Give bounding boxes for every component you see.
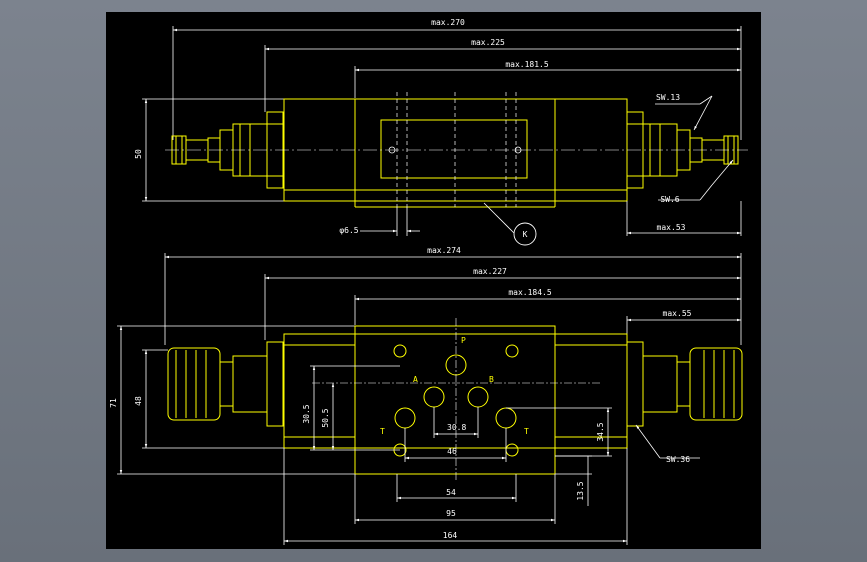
- top-view: max.270 max.225 max.181.5 50: [134, 18, 748, 246]
- dimension-height-71: [117, 325, 355, 475]
- leader-sw-13: [655, 95, 713, 131]
- bottom-right-knob: [626, 341, 743, 427]
- dim-label-46: 46: [447, 447, 457, 456]
- dim-label-max-55: max.55: [663, 309, 692, 318]
- dimension-50-5: [310, 383, 400, 451]
- dimension-95: [354, 474, 556, 524]
- dimension-max-55: [626, 316, 741, 334]
- dim-label-30-5: 30.5: [302, 404, 311, 423]
- dim-label-phi-6-5: φ6.5: [339, 226, 358, 235]
- dim-label-13-5: 13.5: [576, 481, 585, 500]
- leader-sw-6: [658, 159, 734, 201]
- dim-label-max-225: max.225: [471, 38, 505, 47]
- bottom-left-knob: [167, 341, 284, 427]
- dimension-max-53: [626, 201, 742, 236]
- dimension-46: [404, 428, 507, 462]
- port-label-t-right: T: [524, 427, 529, 436]
- top-body-outline: [283, 98, 628, 208]
- dim-label-max-270: max.270: [431, 18, 465, 27]
- dim-label-max-227: max.227: [473, 267, 507, 276]
- dimension-max-270: [172, 26, 742, 140]
- dimension-54: [396, 474, 517, 502]
- dimension-30-8: [433, 407, 479, 438]
- callout-k-label: K: [523, 230, 528, 239]
- port-label-p: P: [461, 336, 466, 345]
- dim-label-sw-36: SW.36: [666, 455, 690, 464]
- dimension-13-5: [555, 455, 592, 506]
- dimension-height-48: [142, 349, 284, 449]
- dimension-height-50: [142, 98, 284, 202]
- port-label-b: B: [489, 375, 494, 384]
- dimension-30-5: [310, 365, 400, 450]
- dim-label-48: 48: [134, 396, 143, 406]
- dimension-phi-6-5: [360, 207, 420, 236]
- leader-sw-36: [635, 424, 700, 459]
- dim-label-164: 164: [443, 531, 458, 540]
- dim-label-50-5: 50.5: [321, 408, 330, 427]
- dim-label-max-181-5: max.181.5: [505, 60, 549, 69]
- dimension-max-181-5: [354, 66, 741, 98]
- port-label-t-left: T: [380, 427, 385, 436]
- dim-label-95: 95: [446, 509, 456, 518]
- dimension-max-227: [264, 274, 741, 340]
- port-centerlines: [312, 318, 600, 482]
- port-label-a: A: [413, 375, 418, 384]
- dim-label-sw-6: SW.6: [660, 195, 679, 204]
- dimension-34-5: [506, 407, 612, 457]
- dimension-max-184-5: [354, 295, 741, 325]
- dim-label-50: 50: [134, 149, 143, 159]
- dim-label-30-8: 30.8: [447, 423, 466, 432]
- dim-label-54: 54: [446, 488, 456, 497]
- dimension-164: [283, 448, 628, 545]
- dim-label-sw-13: SW.13: [656, 93, 680, 102]
- dim-label-34-5: 34.5: [596, 422, 605, 441]
- dim-label-max-53: max.53: [657, 223, 686, 232]
- drawing-sheet: [106, 12, 761, 549]
- dim-label-71: 71: [109, 398, 118, 408]
- dim-label-max-274: max.274: [427, 246, 461, 255]
- dim-label-max-184-5: max.184.5: [508, 288, 552, 297]
- top-hidden-lines: [396, 92, 517, 207]
- callout-k: [483, 202, 537, 246]
- dimension-max-225: [264, 45, 741, 112]
- bottom-view: max.274 max.227 max.184.5 max.55 71 4: [109, 246, 743, 545]
